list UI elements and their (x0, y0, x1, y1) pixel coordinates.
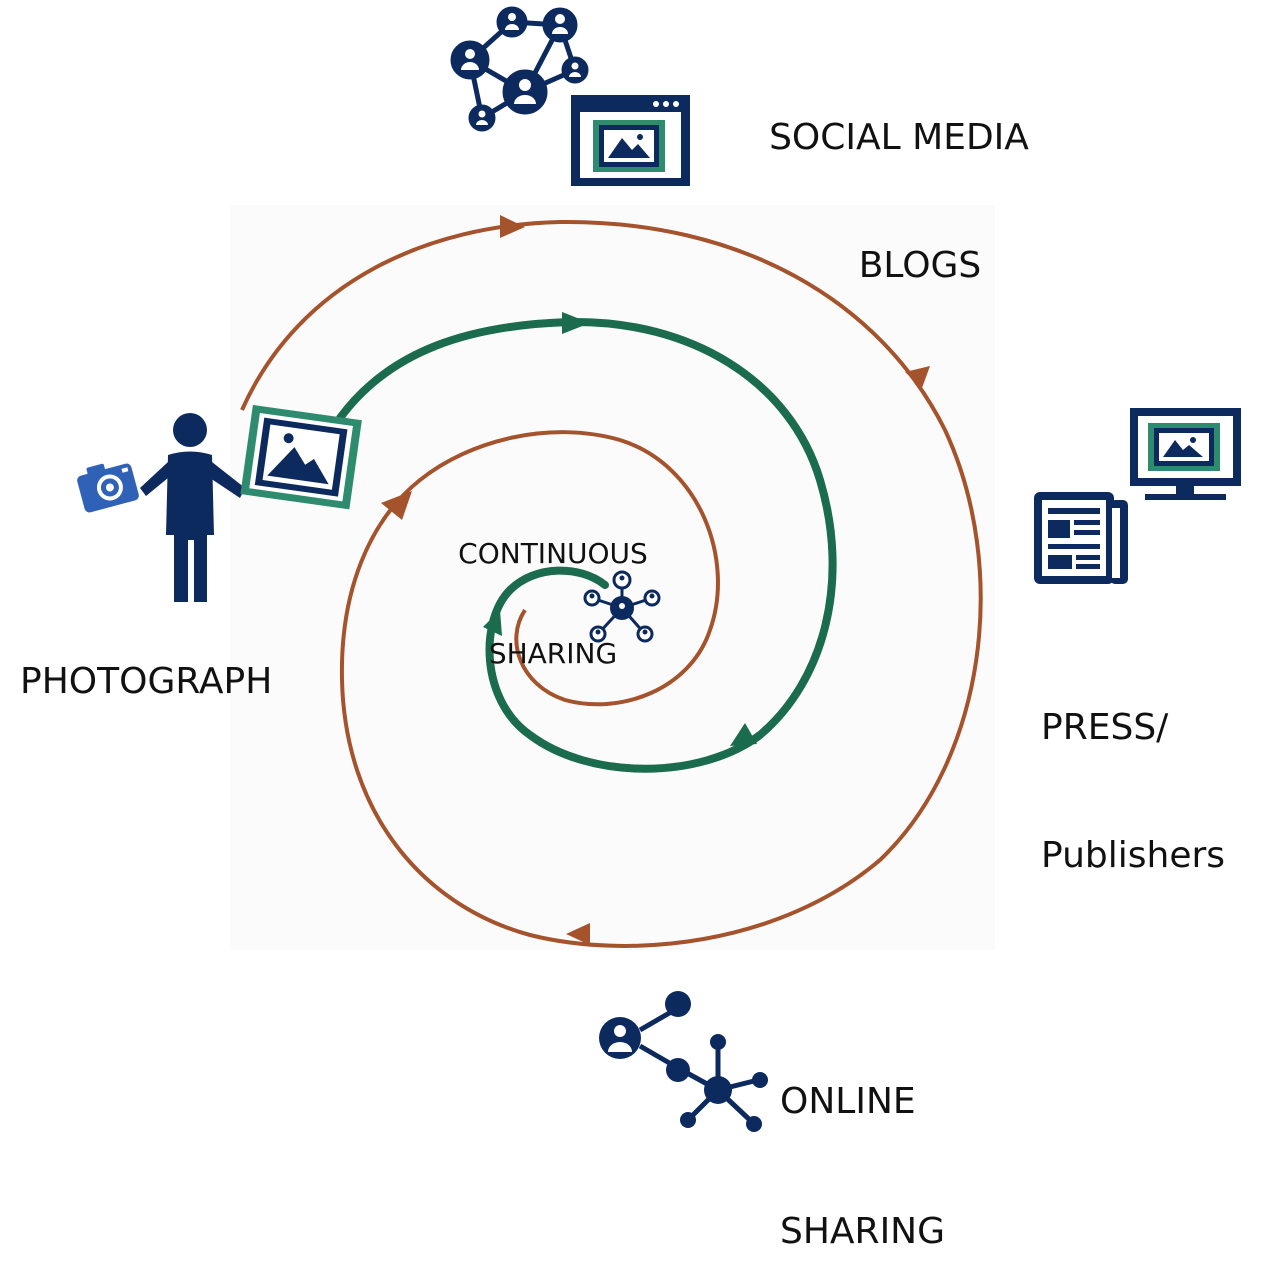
framed-photo-icon (240, 404, 362, 510)
arrow-green-right (730, 723, 757, 746)
online-line1: ONLINE (780, 1081, 916, 1122)
social-network-icon (450, 6, 589, 132)
press-label: PRESS/ Publishers (1041, 638, 1225, 910)
online-sharing-label: ONLINE SHARING (780, 1012, 945, 1286)
camera-icon (77, 463, 139, 513)
press-line2: Publishers (1041, 835, 1226, 876)
person-icon (140, 413, 245, 602)
network-hub-icon (583, 570, 661, 643)
outer-spiral (240, 219, 983, 948)
photograph-label: PHOTOGRAPH (20, 661, 273, 702)
continuous-sharing-label: CONTINUOUS SHARING (446, 484, 660, 696)
center-line2: SHARING (488, 637, 618, 670)
social-media-line1: SOCIAL MEDIA (769, 117, 1029, 158)
online-line2: SHARING (780, 1211, 946, 1252)
social-media-label: SOCIAL MEDIA BLOGS (754, 48, 1044, 320)
arrow-green-top (562, 312, 590, 334)
arrow-bottom (566, 923, 590, 945)
arrow-left (381, 491, 412, 520)
arrow-top (500, 215, 525, 238)
browser-image-icon (571, 95, 690, 186)
press-line1: PRESS/ (1041, 707, 1169, 748)
center-line1: CONTINUOUS (458, 537, 648, 570)
spiral-diagram (77, 6, 1241, 1132)
social-media-line2: BLOGS (858, 245, 982, 286)
monitor-image-icon (1130, 408, 1241, 500)
share-network-icon (599, 991, 768, 1132)
arrow-right (905, 366, 930, 388)
arrow-green-left (483, 610, 502, 636)
newspaper-icon (1034, 492, 1128, 584)
